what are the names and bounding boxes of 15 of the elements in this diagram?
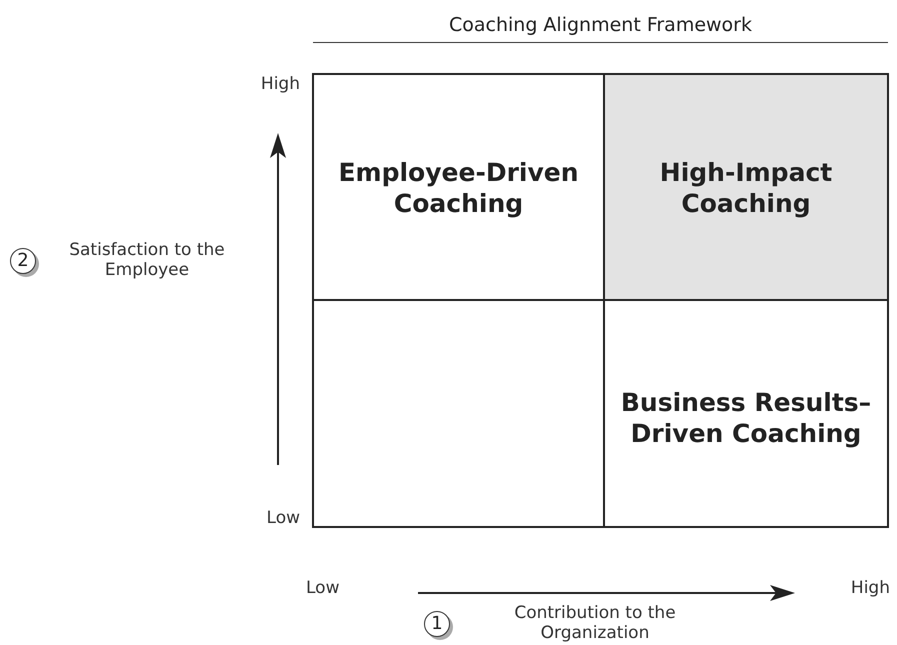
quadrant-label: Employee-Driven Coaching [337,157,580,220]
axis-tick-label: High [260,74,300,94]
quadrant-box [603,73,889,301]
quadrant-label: High-Impact Coaching [658,157,834,220]
quadrant-box [312,73,605,301]
callout-number: 1 [424,611,450,637]
axis-tick-label: Low [306,578,340,598]
axis-title: Contribution to the Organization [513,603,677,644]
axis-title: Satisfaction to the Employee [68,240,226,281]
chart-title: Coaching Alignment Framework [313,14,888,43]
callout-number: 2 [10,248,36,274]
quadrant-box [603,299,889,528]
quadrant-label: Business Results–Driven Coaching [620,387,872,450]
axis-tick-label: High [850,578,890,598]
axis-tick-label: Low [266,508,300,528]
